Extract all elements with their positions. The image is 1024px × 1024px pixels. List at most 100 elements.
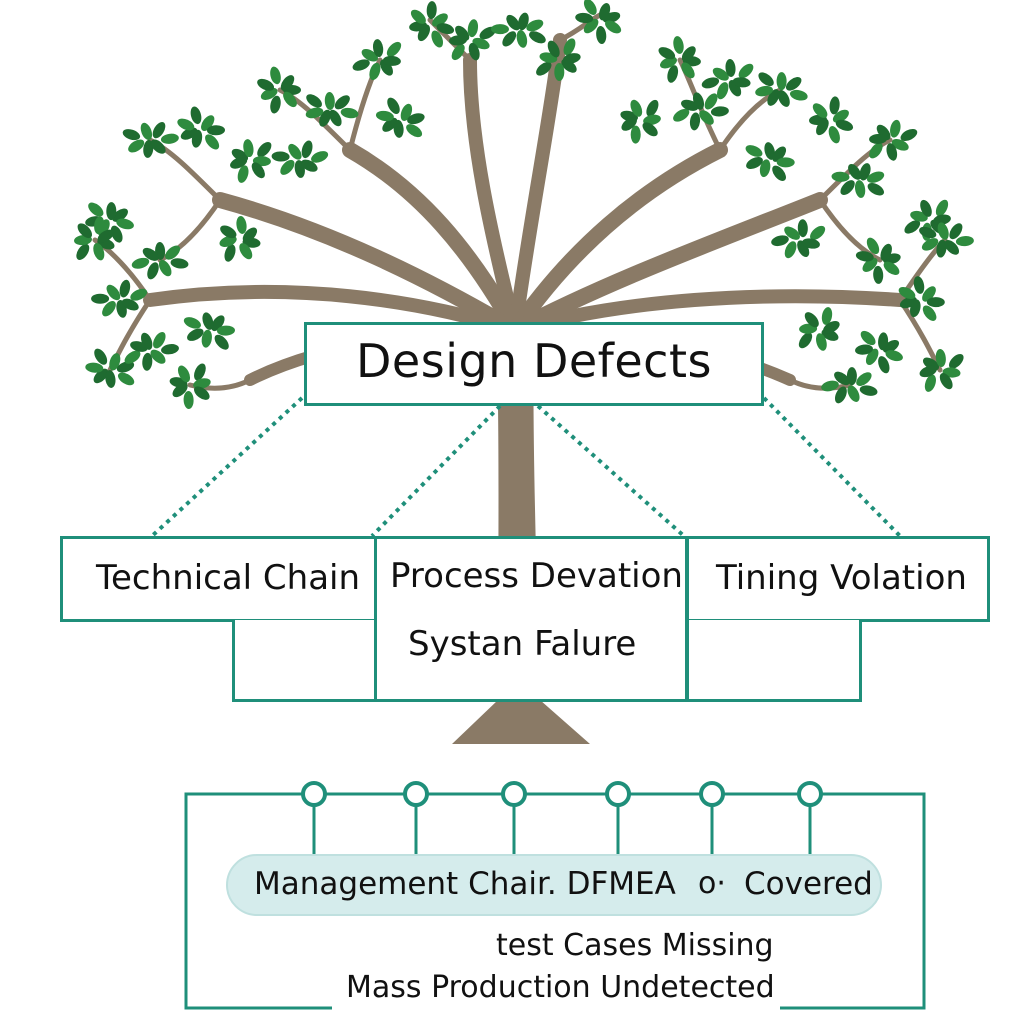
leaf	[340, 107, 359, 119]
leaf-cluster	[169, 363, 211, 409]
leaf	[630, 99, 643, 117]
leaf	[106, 202, 117, 221]
leaf	[109, 353, 121, 371]
leaf-cluster	[821, 367, 878, 404]
leaf	[823, 321, 840, 334]
leaf	[224, 244, 236, 262]
leaf	[161, 344, 179, 355]
leaf	[673, 108, 690, 122]
dotted-connector	[536, 404, 686, 538]
leaf	[758, 72, 774, 87]
leaf	[116, 218, 134, 230]
leaf	[334, 95, 350, 110]
leaf-cluster	[919, 222, 974, 258]
leaf	[810, 225, 826, 240]
leaf	[119, 279, 131, 298]
leaf	[701, 77, 720, 89]
management-chain-pill	[226, 854, 882, 916]
leaf	[105, 370, 116, 388]
leaf	[165, 245, 181, 260]
leaf	[873, 265, 884, 284]
leaf	[236, 216, 247, 234]
bottom-bracket	[184, 792, 926, 1010]
tree-twig	[897, 297, 943, 373]
leaf	[935, 349, 946, 367]
leaf	[562, 53, 581, 64]
leaf	[802, 238, 820, 249]
leaf	[311, 151, 329, 163]
leaf	[804, 312, 819, 328]
leaf	[94, 216, 105, 235]
leaf	[924, 374, 936, 392]
leaf	[681, 62, 695, 79]
leaf	[116, 361, 135, 373]
leaf	[816, 118, 829, 136]
leaf	[191, 129, 203, 148]
leaf	[417, 24, 431, 42]
leaf	[704, 93, 718, 110]
leaf	[183, 391, 194, 409]
leaf	[76, 243, 90, 260]
tree-twig	[817, 137, 893, 203]
leaf	[776, 72, 787, 91]
leaf-cluster	[449, 19, 496, 61]
leaf-cluster	[904, 199, 951, 241]
leaf	[177, 365, 191, 383]
leaf	[869, 142, 883, 159]
leaf	[305, 107, 324, 119]
system-failure-label: Systan Falure	[408, 624, 637, 664]
leaf	[936, 239, 947, 258]
leaf-cluster	[855, 330, 903, 374]
leaf-cluster	[855, 237, 901, 284]
leaf	[451, 44, 465, 61]
leaf	[812, 103, 828, 118]
leaf	[878, 356, 890, 374]
leaf-cluster	[124, 332, 179, 371]
dotted-connector	[150, 396, 304, 538]
leaf	[919, 365, 937, 378]
leaf	[518, 12, 529, 31]
leaf	[432, 13, 448, 27]
leaf	[876, 124, 891, 141]
leaf	[621, 117, 637, 131]
leaf	[491, 24, 509, 35]
node-circle-icon	[797, 781, 823, 807]
leaf	[324, 92, 335, 110]
tree-foliage	[74, 0, 974, 409]
leaf-cluster	[491, 12, 546, 48]
leaf	[764, 142, 776, 160]
leaf	[117, 372, 135, 386]
leaf	[922, 286, 936, 302]
leaf-cluster	[257, 66, 301, 114]
leaf	[529, 31, 546, 44]
leaf	[772, 165, 786, 181]
leaf-cluster	[701, 59, 754, 100]
leaf	[575, 12, 594, 24]
leaf-cluster	[620, 99, 661, 144]
leaf	[886, 143, 898, 161]
leaf	[554, 63, 565, 81]
mass-production-undetected-label: Mass Production Undetected	[346, 970, 775, 1005]
leaf	[831, 171, 850, 182]
leaf-cluster	[122, 121, 179, 158]
leaf	[847, 385, 860, 402]
leaf	[784, 226, 800, 240]
leaf	[382, 117, 398, 132]
leaf	[93, 368, 109, 384]
leaf	[194, 386, 210, 400]
leaf	[867, 171, 885, 183]
leaf	[94, 348, 108, 365]
leaf	[856, 372, 872, 386]
technical-chain-box	[60, 536, 378, 622]
leaf	[502, 31, 517, 47]
leaf	[732, 77, 751, 88]
bottom-connector-tree	[184, 781, 926, 1010]
leaf	[745, 145, 763, 157]
leaf	[467, 19, 479, 38]
leaf	[217, 325, 235, 336]
leaf	[280, 75, 295, 91]
tree-limb	[508, 289, 907, 337]
leaf	[506, 14, 520, 31]
leaf	[150, 349, 166, 364]
